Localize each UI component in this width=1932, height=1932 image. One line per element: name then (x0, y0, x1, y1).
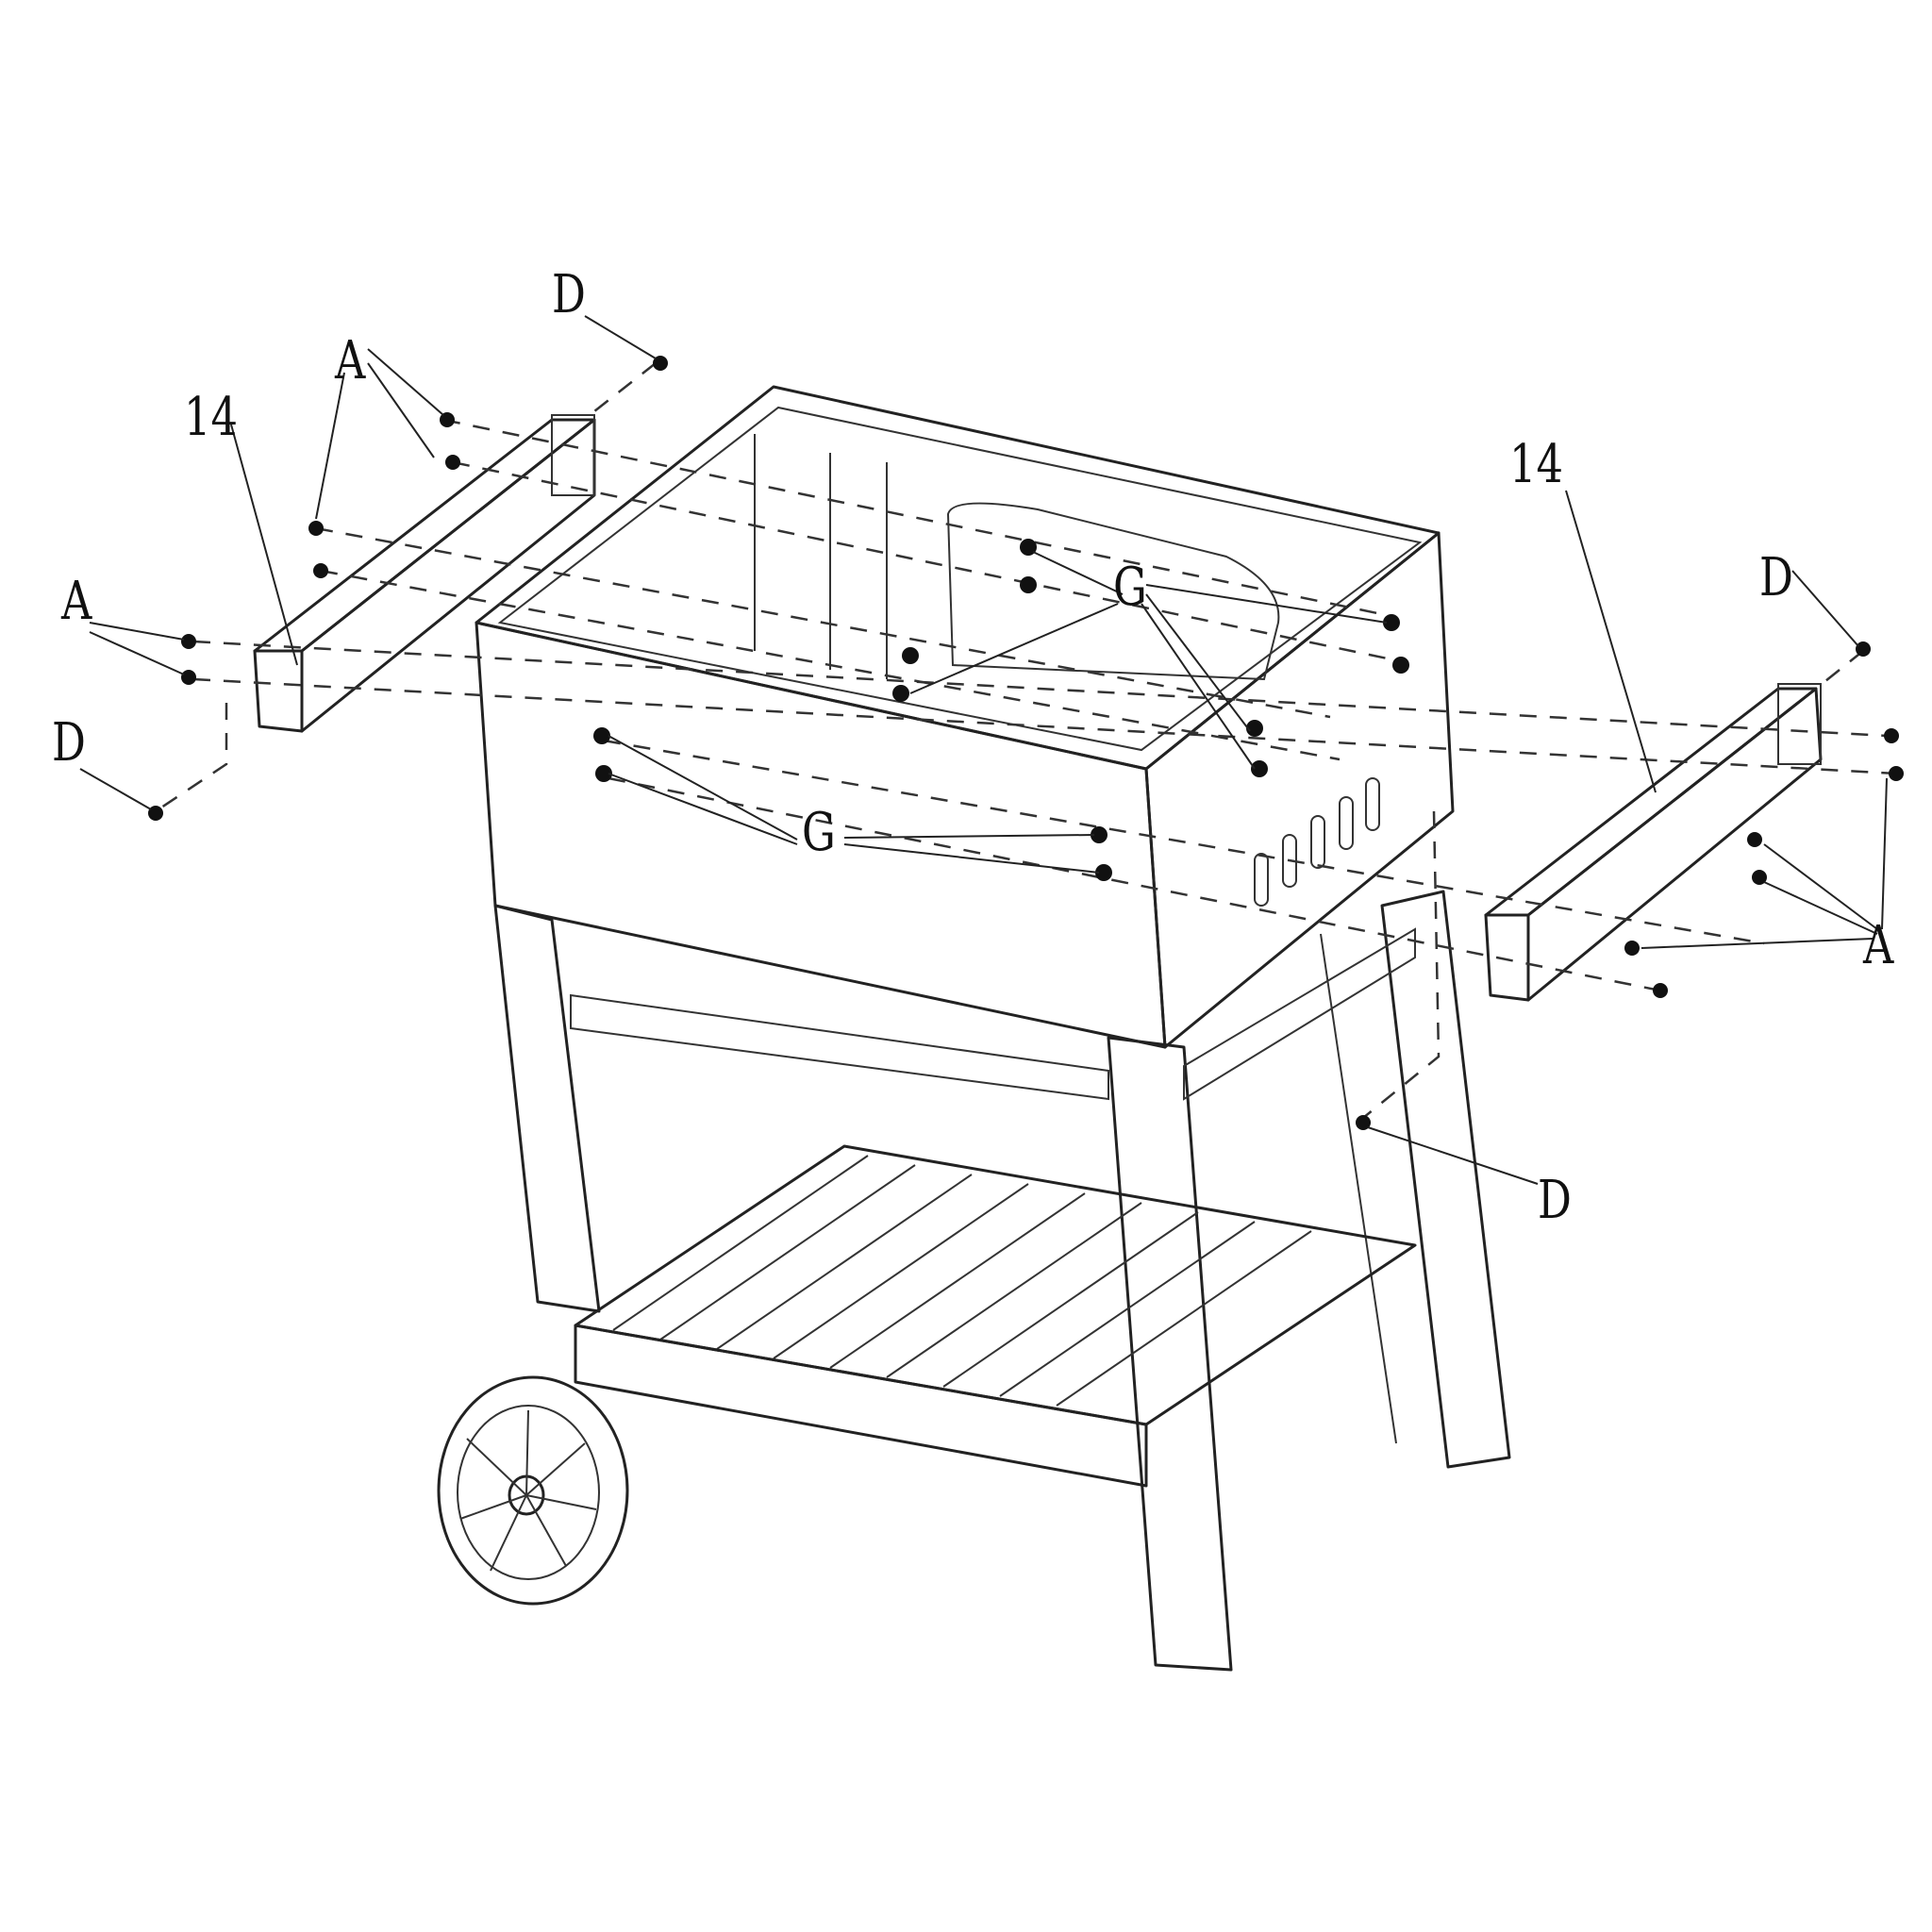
wheel (437, 1375, 629, 1606)
fasteners (148, 356, 1904, 1130)
label-part-14-right: 14 (1509, 434, 1564, 495)
label-screw-d-top-left: D (552, 264, 586, 325)
leader-lines (79, 315, 1888, 1185)
label-screw-d-top-right: D (1759, 547, 1793, 608)
label-bolt-a-upper-left: A (335, 330, 366, 391)
left-shelf-bracket (253, 414, 596, 733)
label-screw-d-bottom-left: D (52, 712, 86, 774)
right-shelf-bracket (1484, 683, 1823, 1002)
firebox (475, 385, 1455, 1049)
assembly-lines (155, 362, 1897, 1119)
label-nut-g-lower: G (802, 802, 836, 863)
label-nut-g-upper: G (1113, 557, 1147, 618)
bottom-shelf (574, 1144, 1417, 1488)
legs (493, 890, 1511, 1672)
label-bolt-a-right: A (1863, 915, 1894, 976)
label-screw-d-lower-right: D (1538, 1170, 1572, 1231)
label-part-14-left: 14 (184, 387, 239, 448)
label-bolt-a-left: A (61, 571, 92, 632)
crossbars (570, 927, 1416, 1101)
